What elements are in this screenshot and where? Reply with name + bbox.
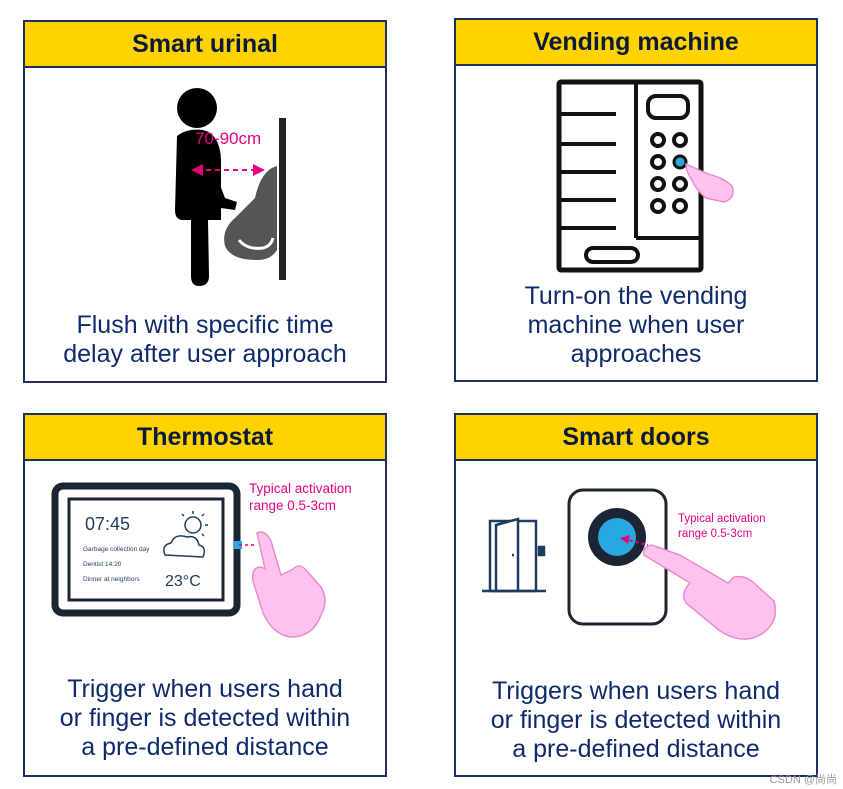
screen-event: Dinner at neighbors [83,576,140,583]
activation-label: Typical activation [249,481,352,496]
door-sensor-icon [567,488,668,626]
panel-title: Smart urinal [132,29,278,58]
description-line: a pre-defined distance [81,733,329,761]
range-arrow [620,535,649,546]
watermark: CSDN @尚尚 [769,774,837,786]
panel-title: Smart doors [562,422,710,451]
panel-header: Smart urinal [25,22,385,68]
activation-label: range 0.5-3cm [249,498,336,513]
panel-description: Trigger when users hand or finger is det… [25,675,385,762]
description-line: delay after user approach [63,340,347,368]
description-line: approaches [570,340,702,368]
vending-illustration [556,79,734,273]
description-line: a pre-defined distance [512,735,760,763]
thermostat-illustration: 07:45 Garbage collection day Dentist 14:… [51,481,352,638]
urinal-icon [224,118,286,280]
door-icon [482,517,546,593]
activation-label: range 0.5-3cm [678,528,752,540]
activation-label: Typical activation [678,513,766,525]
panel-header: Smart doors [456,415,816,461]
screen-time: 07:45 [85,514,130,534]
panel-description: Turn-on the vending machine when user ap… [456,282,816,369]
description-line: Triggers when users hand [491,677,781,705]
panel-description: Flush with specific time delay after use… [25,311,385,369]
panel-header: Thermostat [25,415,385,461]
panel-description: Triggers when users hand or finger is de… [456,677,816,764]
panel-smart-doors: Smart doors Typical activation range 0.5… [454,413,818,777]
panel-header: Vending machine [456,20,816,66]
description-line: or finger is detected within [59,704,351,732]
panel-vending-machine: Vending machine Turn-on the ve [454,18,818,382]
panel-smart-urinal: Smart urinal 70-90cm Flush with specific… [23,20,387,383]
hand-icon [251,531,326,638]
vending-machine-icon [556,79,704,273]
panel-title: Thermostat [136,422,274,451]
screen-event: Garbage collection day [83,546,150,553]
finger-icon [685,162,734,203]
distance-arrow [191,164,265,176]
description-line: Trigger when users hand [67,675,343,703]
panel-title: Vending machine [533,27,739,56]
description-line: machine when user [527,311,745,339]
description-line: Turn-on the vending [524,282,748,310]
screen-event: Dentist 14:20 [83,561,122,568]
smart-doors-illustration: Typical activation range 0.5-3cm [482,488,777,640]
panel-thermostat: Thermostat 07:45 Garbage collection day … [23,413,387,777]
description-line: Flush with specific time [76,311,334,339]
person-icon [175,88,237,286]
urinal-illustration: 70-90cm [175,88,286,286]
screen-temperature: 23°C [165,573,201,590]
description-line: or finger is detected within [490,706,782,734]
weather-icon [163,511,208,558]
hand-icon [642,544,777,640]
distance-label: 70-90cm [195,129,261,148]
